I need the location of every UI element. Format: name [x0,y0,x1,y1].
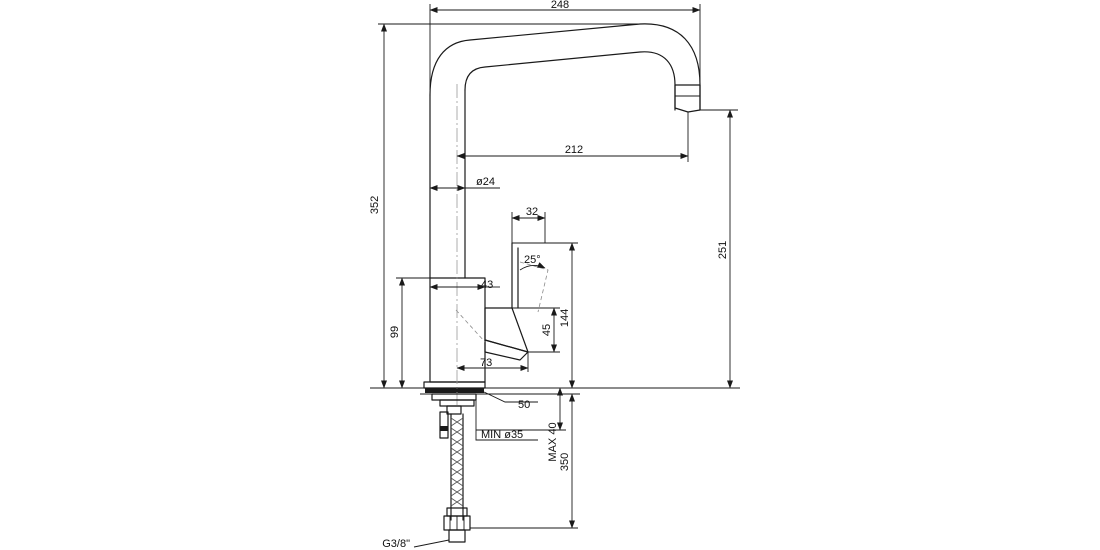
dim-label-50: 50 [518,399,530,411]
hose-thread [448,529,466,543]
dim-arc-25deg [519,262,546,271]
hose-ferrule [446,507,468,517]
spout-inner-edge [464,51,676,111]
fixing-stud [439,411,449,439]
dim-label-d24: ø24 [476,176,495,188]
dim-label-min-d35: MIN ø35 [481,429,523,441]
body [429,277,486,383]
faucet-outline [423,23,701,405]
cartridge-hidden-line [455,309,486,343]
leader-min-d35 [475,398,538,441]
dim-label-144: 144 [559,309,571,327]
dim-label-43: 43 [481,279,493,291]
lever-foot [484,339,529,361]
dim-label-212: 212 [565,144,583,156]
fixing-nut [431,393,477,401]
aerator [674,84,701,113]
dim-label-99: 99 [389,326,401,338]
hose-braid [450,417,464,507]
stud-tip [440,426,448,431]
leader-g38 [413,539,450,548]
deck-seal [425,388,484,393]
spout-outer-edge [429,23,701,111]
stud-nut [446,405,462,415]
dim-label-350: 350 [559,453,571,471]
underdeck-parts [431,393,477,543]
dim-label-248: 248 [551,0,569,11]
dim-label-352: 352 [369,196,381,214]
dim-label-g38: G3/8" [382,538,410,550]
dim-label-max40: MAX 40 [547,422,559,461]
dim-label-45: 45 [541,324,553,336]
dim-label-25deg: 25° [524,254,541,266]
dimensions: 248 352 212 251 ø24 32 25° 43 99 [369,0,738,550]
base-plate [423,381,486,389]
leader-50 [483,391,538,403]
dim-label-73: 73 [480,357,492,369]
lever-rotated-outline [519,261,549,313]
dim-label-251: 251 [717,241,729,259]
dim-label-32: 32 [526,206,538,218]
